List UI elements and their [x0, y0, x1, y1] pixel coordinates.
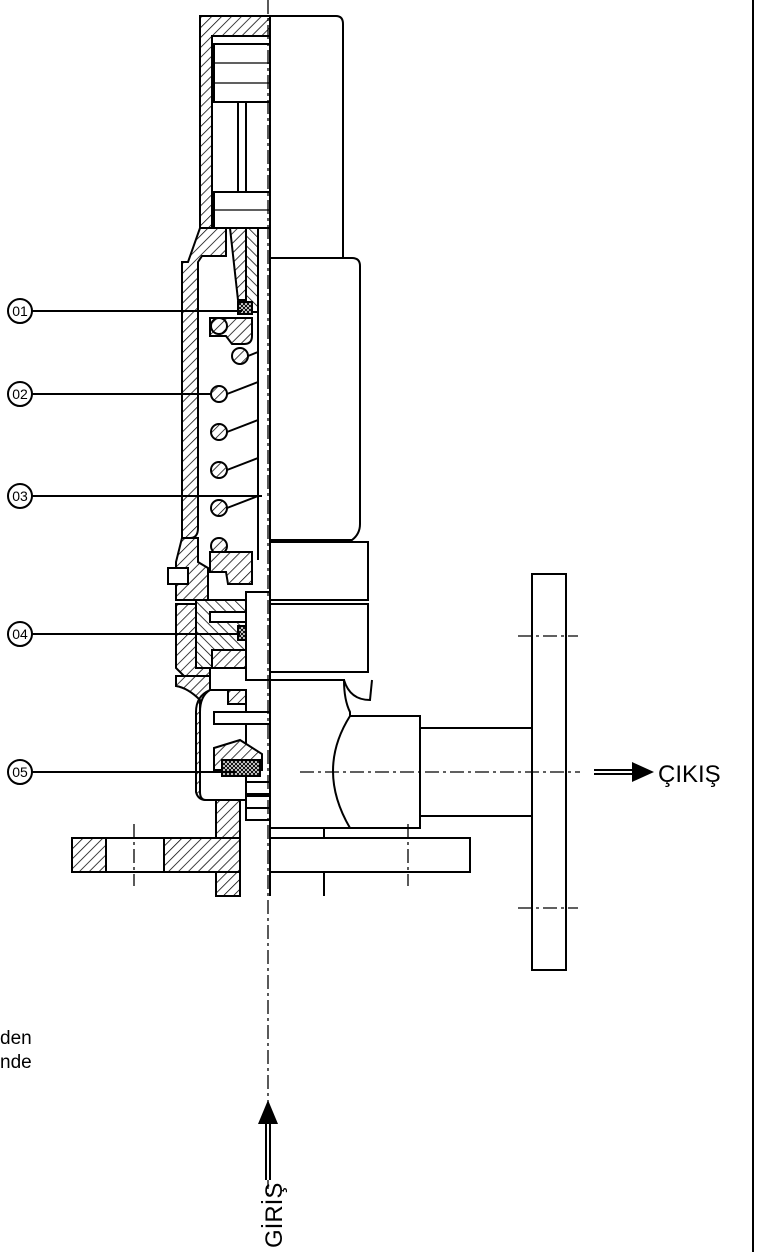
callout-02: 02	[7, 381, 33, 407]
callout-03-label: 03	[12, 488, 28, 504]
outlet-label: ÇIKIŞ	[658, 761, 721, 788]
bonnet-cap	[199, 15, 344, 263]
inlet-arrow-icon	[258, 1100, 278, 1180]
callout-04-label: 04	[12, 626, 28, 642]
spring-housing	[167, 227, 271, 601]
callout-05: 05	[7, 759, 33, 785]
callout-03: 03	[7, 483, 33, 509]
guide-ring-outline	[269, 603, 369, 673]
outlet-arrow-icon	[594, 762, 654, 782]
callout-02-label: 02	[12, 386, 28, 402]
callout-01-label: 01	[12, 303, 28, 319]
callout-01: 01	[7, 298, 33, 324]
side-text-line-2: nde	[0, 1052, 32, 1073]
callout-04: 04	[7, 621, 33, 647]
lock-nut-outline	[269, 541, 369, 601]
side-text-line-1: den	[0, 1028, 32, 1049]
upper-body-outline	[269, 257, 361, 541]
inlet-label: GİRİŞ	[261, 1183, 288, 1248]
callout-leaders	[32, 310, 262, 773]
callout-05-label: 05	[12, 764, 28, 780]
guide-section	[175, 591, 271, 681]
valve-body	[71, 573, 578, 971]
